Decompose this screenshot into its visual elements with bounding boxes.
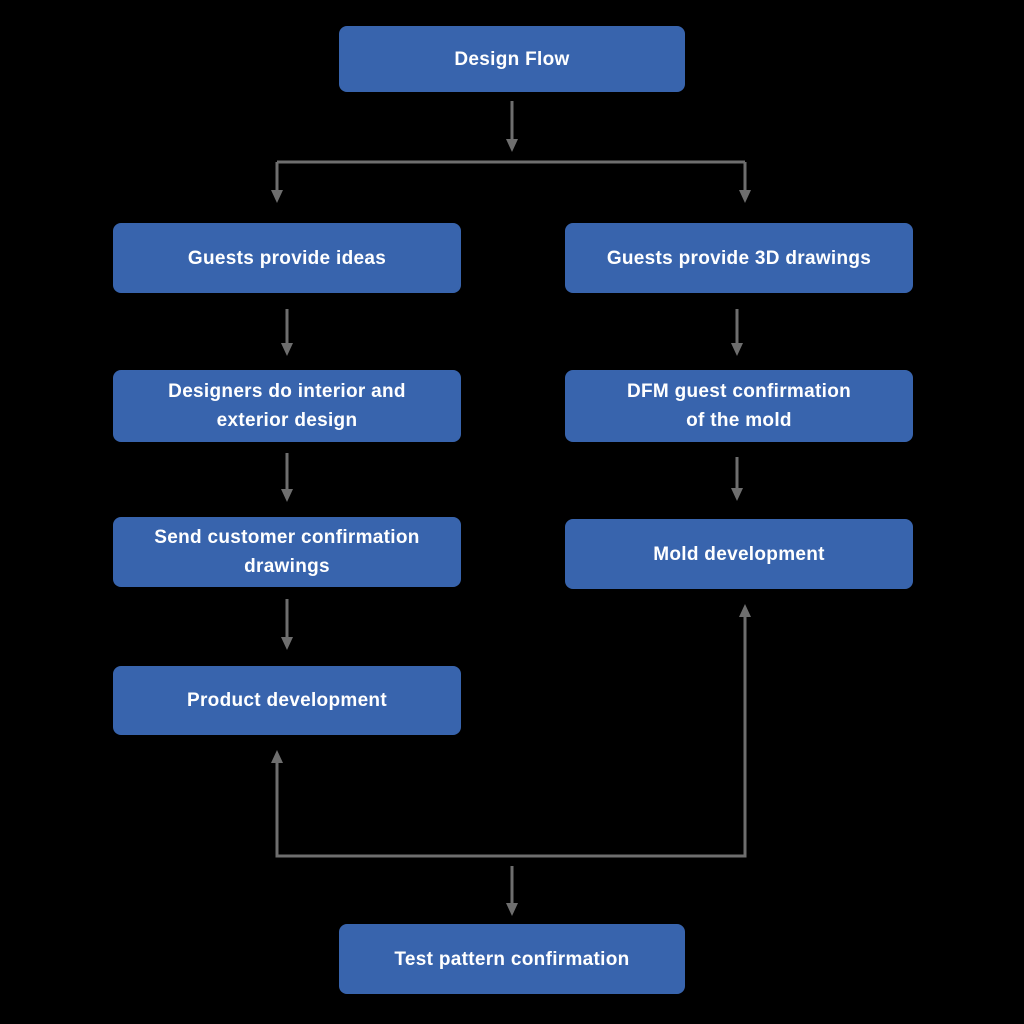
node-dfm-guest-confirmation: DFM guest confirmation of the mold bbox=[565, 370, 913, 442]
node-send-customer-confirmation-drawings-label: Send customer confirmation drawings bbox=[154, 527, 420, 577]
node-mold-development: Mold development bbox=[565, 519, 913, 589]
node-product-development-label: Product development bbox=[187, 690, 387, 711]
node-test-pattern-confirmation: Test pattern confirmation bbox=[339, 924, 685, 994]
node-designers-interior-exterior: Designers do interior and exterior desig… bbox=[113, 370, 461, 442]
node-guests-provide-ideas: Guests provide ideas bbox=[113, 223, 461, 293]
node-guests-provide-ideas-label: Guests provide ideas bbox=[187, 247, 387, 269]
loop-up-to-product-and-mold-dev bbox=[271, 604, 751, 858]
node-dfm-guest-confirmation-label: DFM guest confirmation of the mold bbox=[626, 381, 852, 431]
node-guests-provide-3d-drawings-label: Guests provide 3D drawings bbox=[606, 247, 872, 269]
node-product-development: Product development bbox=[113, 666, 461, 735]
node-mold-development-label: Mold development bbox=[653, 543, 825, 565]
node-send-customer-confirmation-drawings: Send customer confirmation drawings bbox=[113, 517, 461, 587]
node-guests-provide-3d-drawings: Guests provide 3D drawings bbox=[565, 223, 913, 293]
node-design-flow: Design Flow bbox=[339, 26, 685, 92]
node-test-pattern-confirmation-label: Test pattern confirmation bbox=[394, 948, 630, 970]
node-designers-interior-exterior-label: Designers do interior and exterior desig… bbox=[168, 381, 406, 431]
node-design-flow-label: Design Flow bbox=[454, 48, 570, 70]
